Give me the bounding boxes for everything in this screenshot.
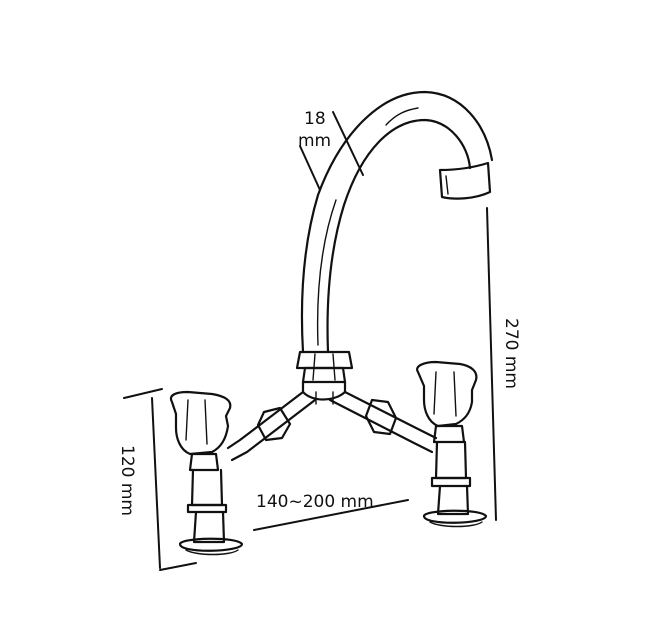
pipe-diameter-line-left (299, 145, 321, 191)
spout-height-label: 270 mm (501, 318, 521, 389)
gooseneck-spout (300, 90, 494, 354)
dimension-lines (123, 111, 497, 571)
spout-collar (295, 350, 354, 384)
center-spacing-line (253, 499, 409, 531)
left-handle-pillar (169, 390, 244, 556)
dimension-labels: 18 mm 270 mm 120 mm 140~200 mm (117, 109, 521, 516)
bridge-faucet-illustration (169, 90, 494, 556)
pipe-diameter-line-right (332, 111, 364, 176)
handle-height-line (151, 397, 161, 569)
handle-height-tick-bottom (159, 562, 197, 571)
center-spacing-label: 140~200 mm (256, 492, 374, 512)
handle-height-tick-top (123, 388, 163, 399)
pipe-diameter-unit: mm (298, 131, 331, 151)
pipe-diameter-value: 18 (304, 109, 326, 129)
spout-height-line (486, 207, 497, 521)
right-handle-pillar (416, 360, 488, 528)
bridge-body (226, 380, 438, 462)
handle-height-label: 120 mm (117, 445, 137, 516)
